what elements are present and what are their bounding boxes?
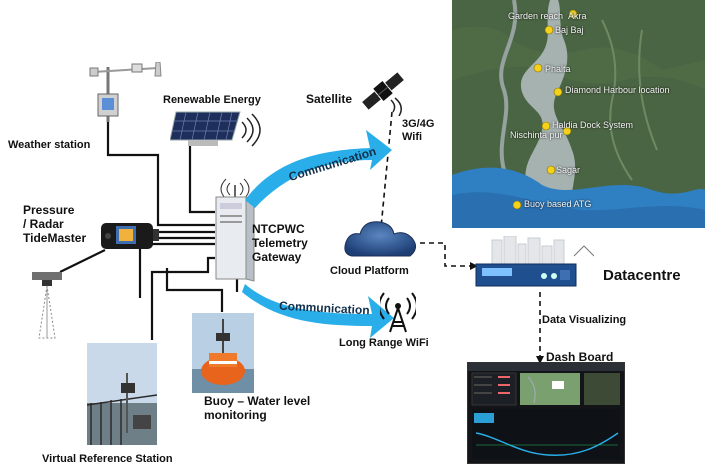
radar-sensor-icon	[32, 272, 62, 339]
weather-station-label: Weather station	[8, 139, 91, 151]
data-visualizing-label: Data Visualizing	[542, 314, 627, 326]
map-pins	[512, 9, 578, 210]
datacentre-label: Datacentre	[603, 267, 681, 284]
solar-panel-icon	[170, 111, 261, 147]
map-pin-diamond-harbour[interactable]: Diamond Harbour location	[565, 85, 670, 95]
buoy-photo	[192, 313, 254, 393]
buoy-label: Buoy – Water level monitoring	[204, 394, 311, 422]
datacentre-icon	[475, 236, 594, 287]
map-pin-buoy-based-atg[interactable]: Buoy based ATG	[524, 199, 592, 209]
map-pin-haldia[interactable]: Haldia Dock System	[552, 120, 634, 130]
map-terrain	[452, 0, 705, 228]
long-range-wifi-label: Long Range WiFi	[339, 337, 429, 349]
satellite-label: Satellite	[306, 92, 353, 106]
map-pin-phalta[interactable]: Phalta	[545, 64, 571, 74]
map-pin-garden-reach[interactable]: Garden reach	[508, 11, 564, 21]
renewable-energy-label: Renewable Energy	[163, 94, 261, 106]
satellite-icon	[362, 72, 404, 116]
dash-board-label: Dash Board	[546, 350, 614, 364]
telemetry-gateway-icon	[215, 178, 255, 282]
dashboard-screenshot[interactable]	[467, 362, 625, 464]
weather-station-icon	[89, 62, 162, 122]
virtual-reference-station-label: Virtual Reference Station	[42, 453, 173, 465]
network-label: 3G/4G Wifi	[402, 118, 435, 143]
communication-arrow-bottom	[242, 284, 394, 338]
pressure-label: Pressure / Radar TideMaster	[23, 203, 87, 245]
dashboard-graphic	[468, 363, 624, 459]
wifi-tower-icon	[380, 292, 416, 333]
virtual-reference-station-photo	[87, 343, 157, 445]
cloud-platform-label: Cloud Platform	[330, 265, 409, 277]
tidemaster-device-icon	[101, 223, 159, 249]
gateway-label: NTCPWC Telemetry Gateway	[252, 222, 308, 264]
cloud-icon	[344, 221, 416, 257]
map-panel[interactable]: Garden reach Akra Baj Baj Phalta Diamond…	[452, 0, 705, 228]
map-pin-nischinta-pur[interactable]: Nischinta pur	[510, 130, 563, 140]
map-pin-sagar[interactable]: Sagar	[556, 165, 581, 175]
map-pin-baj-baj[interactable]: Baj Baj	[555, 25, 584, 35]
map-pin-akra[interactable]: Akra	[568, 11, 587, 21]
communication-arrow-top	[245, 130, 392, 208]
